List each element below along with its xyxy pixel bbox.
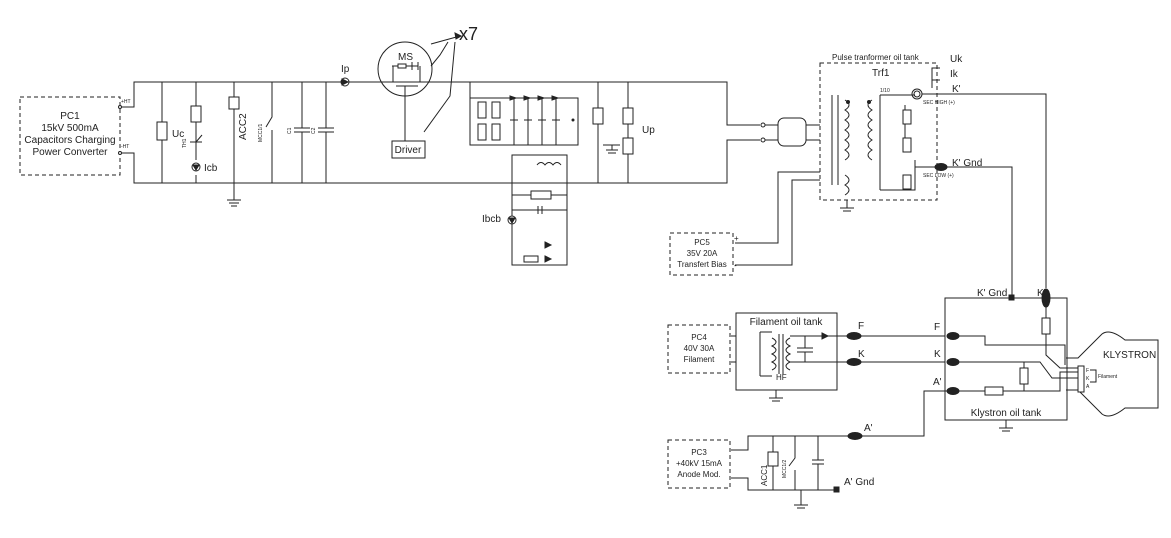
icb-label: Icb — [204, 163, 218, 174]
mcc11-label: MCC1/1 — [258, 123, 264, 142]
pc1-ht-minus: -HT — [121, 144, 129, 150]
up-label: Up — [642, 125, 655, 136]
trf1-label: Trf1 — [872, 68, 890, 79]
pin-f: F — [1086, 368, 1089, 374]
x7-label: x7 — [459, 24, 478, 44]
diode-array — [469, 82, 579, 146]
hf-label: HF — [776, 373, 787, 382]
pc1-name: PC1 — [60, 111, 80, 122]
pin-k: K — [1086, 376, 1090, 382]
pc1-rating: 15kV 500mA — [41, 123, 99, 134]
pin-a: A — [1086, 384, 1090, 390]
uk-label: Uk — [950, 54, 963, 65]
filament-k-label: K — [858, 349, 865, 360]
coax-connector — [760, 117, 820, 147]
ip-label: Ip — [341, 64, 350, 75]
pc1-block: PC1 15kV 500mA Capacitors Charging Power… — [19, 96, 131, 176]
c1-label: C1 — [287, 127, 293, 134]
pc5-minus: - — [734, 261, 737, 270]
pc5-rating: 35V 20A — [687, 249, 718, 258]
pc1-ht-plus: +HT — [121, 99, 131, 105]
pc3-ap-gnd-label: A' Gnd — [844, 477, 874, 488]
pc4-rating: 40V 30A — [684, 344, 715, 353]
up-divider: Up — [592, 82, 655, 183]
filament-pin-label: Filament — [1098, 374, 1118, 380]
pc1-desc-2: Power Converter — [32, 147, 108, 158]
ibcb-label: Ibcb — [482, 214, 501, 225]
klystron-tank-title: Klystron oil tank — [971, 408, 1043, 419]
klystron-f-label: F — [934, 322, 940, 333]
kprime-gnd-label: K' Gnd — [952, 158, 982, 169]
ratio-label: 1/10 — [880, 88, 890, 94]
main-bus: Uc TH1 Icb ACC2 MCC1/1 C1 C2 Ip — [121, 64, 760, 207]
pc5-name: PC5 — [694, 238, 710, 247]
sec-high-label: SEC HIGH (+) — [923, 100, 955, 106]
pc5-desc: Transfert Bias — [677, 260, 727, 269]
uc-label: Uc — [172, 129, 184, 140]
klystron-a-label: A' — [933, 377, 942, 388]
pc4-name: PC4 — [691, 333, 707, 342]
filament-oil-tank: Filament oil tank HF F K — [735, 312, 946, 402]
klystron-name: KLYSTRON — [1103, 350, 1156, 361]
klystron-kp-label: K' — [1037, 288, 1046, 299]
pc3-ap-label: A' — [864, 423, 873, 434]
kprime-label: K' — [952, 84, 961, 95]
klystron-k-label: K — [934, 349, 941, 360]
ms-switch: MS x7 Driver — [377, 24, 478, 159]
acc1-label: ACC1 — [760, 464, 769, 486]
mcc12-label: MCC1/2 — [782, 459, 788, 478]
pc3-block: PC3 +40kV 15mA Anode Mod. ACC1 MCC1/2 A'… — [667, 390, 947, 509]
klystron-oil-tank: Klystron oil tank K' Gnd K' F K A' KLYST… — [933, 288, 1159, 432]
ik-label: Ik — [950, 69, 959, 80]
filament-tank-title: Filament oil tank — [750, 317, 824, 328]
driver-label: Driver — [395, 145, 422, 156]
th1-label: TH1 — [182, 138, 188, 148]
pc3-rating: +40kV 15mA — [676, 459, 723, 468]
pt-tank-title: Pulse tranformer oil tank — [832, 53, 920, 62]
ibcb-network: Ibcb — [482, 154, 568, 266]
pc5-block: PC5 35V 20A Transfert Bias + - — [669, 232, 739, 276]
sec-low-label: SEC LOW (+) — [923, 173, 954, 179]
filament-f-label: F — [858, 321, 864, 332]
pc1-desc-1: Capacitors Charging — [24, 135, 115, 146]
klystron-kp-gnd-label: K' Gnd — [977, 288, 1007, 299]
pc3-name: PC3 — [691, 448, 707, 457]
pc5-plus: + — [734, 234, 739, 243]
ms-label: MS — [398, 52, 413, 63]
pc4-desc: Filament — [684, 355, 715, 364]
pulse-transformer-tank: Pulse tranformer oil tank Trf1 1/10 Uk I… — [735, 53, 1047, 298]
c2-label: C2 — [311, 127, 317, 134]
acc2-label: ACC2 — [238, 113, 249, 140]
pc3-desc: Anode Mod. — [677, 470, 720, 479]
